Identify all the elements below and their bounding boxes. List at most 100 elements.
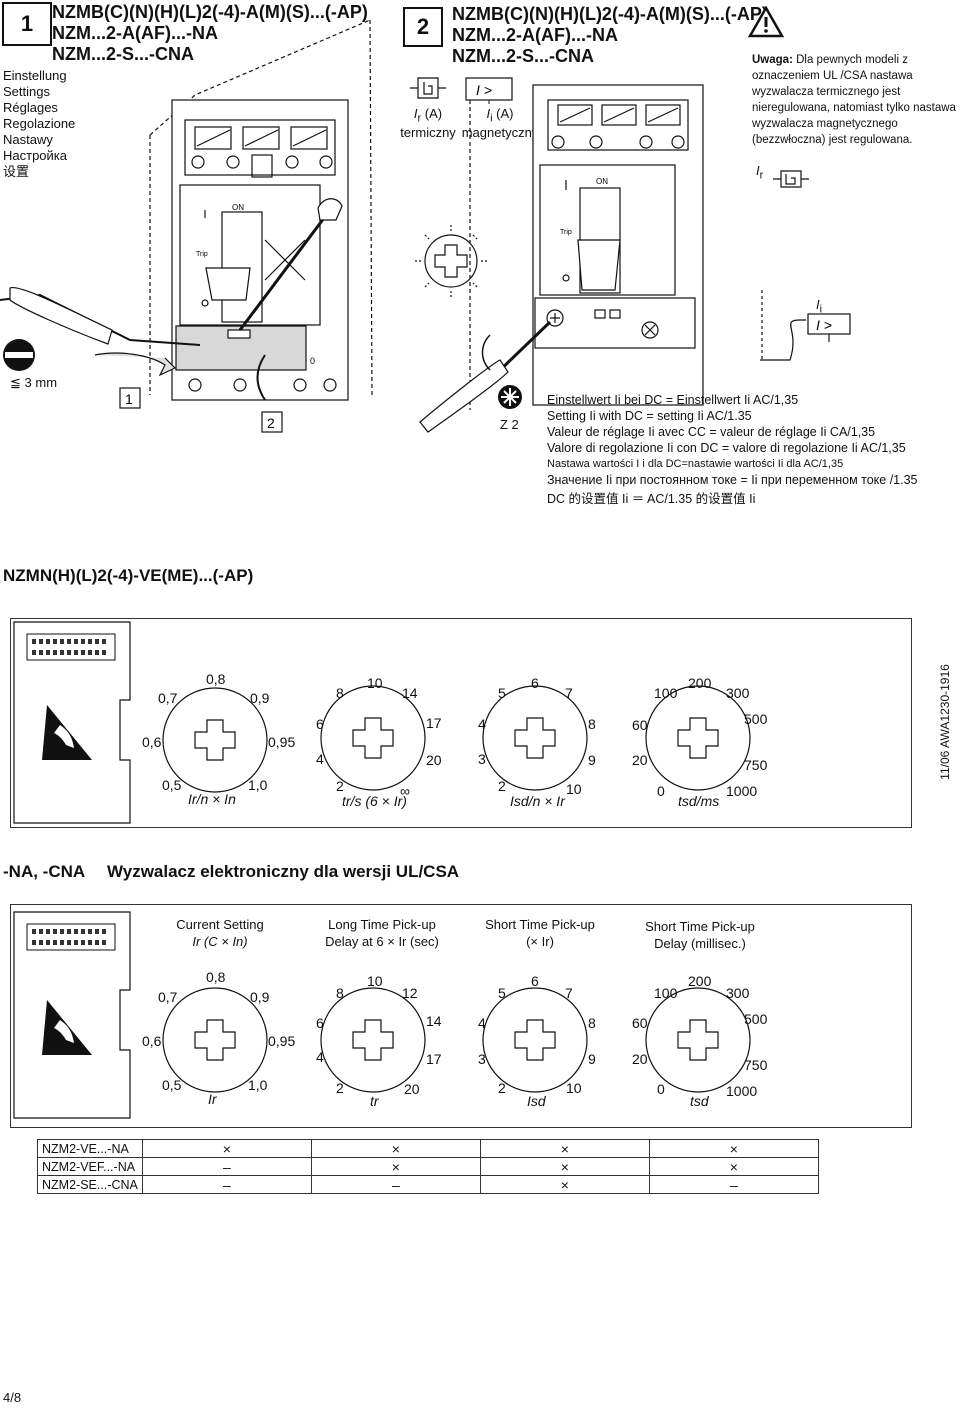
na-dial2-tick: 4 xyxy=(316,1049,324,1065)
dial1-tick: 0,8 xyxy=(206,671,226,687)
na-dial4-tick: 300 xyxy=(726,985,750,1001)
dial1-tick: 0,95 xyxy=(268,734,295,750)
dial1-tick: 0,9 xyxy=(250,690,270,706)
breaker-illustration-2: ON Trip xyxy=(419,84,704,433)
na-dial4-tick: 200 xyxy=(688,973,712,989)
dial2-label: tr/s (6 × Ir) xyxy=(342,793,407,809)
breaker-2-on-label: ON xyxy=(596,177,608,186)
na-dial4-tick: 500 xyxy=(744,1011,768,1027)
variant-mark: × xyxy=(479,1175,650,1194)
dial3-label: Isd/n × Ir xyxy=(510,793,566,809)
breaker-2-trip-label: Trip xyxy=(560,229,572,236)
title-line: NZMB(C)(N)(H)(L)2(-4)-A(M)(S)...(-AP) xyxy=(452,4,768,24)
na-dial3-label: Isd xyxy=(527,1093,547,1109)
title-line: NZM...2-A(AF)...-NA xyxy=(452,25,618,45)
na-dial3-tick: 2 xyxy=(498,1080,506,1096)
header-line: Ir (C × In) xyxy=(192,934,248,949)
variant-mark: × xyxy=(648,1139,819,1158)
na-dial4-tick: 1000 xyxy=(726,1083,757,1099)
dial1-tick: 0,6 xyxy=(142,734,162,750)
thermal-label: Ir (A) termiczny xyxy=(398,107,458,140)
thermal-symbol: I xyxy=(413,106,418,121)
na-dial4-tick: 0 xyxy=(657,1081,665,1097)
lang-de: Einstellung xyxy=(3,68,67,83)
table-row: NZM2-SE...-CNA – – × – xyxy=(37,1175,819,1194)
dial3-tick: 2 xyxy=(498,778,506,794)
dial2-tick: 8 xyxy=(336,685,344,701)
header-line: Short Time Pick-up xyxy=(485,917,595,932)
dial3-tick: 7 xyxy=(565,685,573,701)
variant-mark: × xyxy=(479,1139,650,1158)
na-trip-unit-panel xyxy=(10,904,912,1128)
dial2-tick: 17 xyxy=(426,715,442,731)
header-line: (× Ir) xyxy=(526,934,554,949)
na-dial2-tick: 14 xyxy=(426,1013,442,1029)
dc-note-fr: Valeur de réglage Ii avec CC = valeur de… xyxy=(547,425,876,439)
callout-1: 1 xyxy=(125,391,133,407)
ir-sub: r xyxy=(759,169,764,182)
title-line: NZM...2-A(AF)...-NA xyxy=(52,23,218,43)
ve-dials: 0,5 0,6 0,7 0,8 0,9 0,95 1,0 Ir/n × In 2… xyxy=(142,671,768,809)
variant-mark: × xyxy=(310,1157,481,1176)
thermal-sub: r xyxy=(417,112,422,125)
na-dial1-tick: 0,6 xyxy=(142,1033,162,1049)
variant-name: NZM2-VEF...-NA xyxy=(37,1157,143,1176)
na-dial1-tick: 0,7 xyxy=(158,989,178,1005)
dial4-tick: 0 xyxy=(657,783,665,799)
variants-table: NZM2-VE...-NA × × × × NZM2-VEF...-NA – ×… xyxy=(37,1139,819,1194)
step-2-title: NZMB(C)(N)(H)(L)2(-4)-A(M)(S)...(-AP) NZ… xyxy=(452,4,768,67)
dc-note-zh: DC 的设置值 Ii ＝ AC/1.35 的设置值 Ii xyxy=(547,492,756,506)
na-dial2-tick: 12 xyxy=(402,985,418,1001)
table-row: NZM2-VEF...-NA – × × × xyxy=(37,1157,819,1176)
dial2-tick: 20 xyxy=(426,752,442,768)
dial4-tick: 500 xyxy=(744,711,768,727)
na-dial4-tick: 60 xyxy=(632,1015,648,1031)
doc-code: 11/06 AWA1230-1916 xyxy=(938,664,952,780)
callout-2: 2 xyxy=(267,415,275,431)
section-ve-title: NZMN(H)(L)2(-4)-VE(ME)...(-AP) xyxy=(3,566,254,585)
dc-note-it: Valore di regolazione Ii con DC = valore… xyxy=(547,441,906,455)
na-dial4-label: tsd xyxy=(690,1093,710,1109)
header-line: Short Time Pick-up xyxy=(645,919,755,934)
breaker-off-label: 0 xyxy=(310,356,315,366)
dial3-tick: 8 xyxy=(588,716,596,732)
na-dial1-tick: 0,5 xyxy=(162,1077,182,1093)
na-dial2-tick: 2 xyxy=(336,1080,344,1096)
na-dial3-tick: 10 xyxy=(566,1080,582,1096)
dial4-label: tsd/ms xyxy=(678,793,719,809)
dc-note-ru: Значение Ii при постоянном токе = Ii при… xyxy=(547,473,918,487)
dial1-tick: 0,7 xyxy=(158,690,178,706)
na-dial3-tick: 5 xyxy=(498,985,506,1001)
warning-title: Uwaga: xyxy=(752,54,793,66)
header-line: Current Setting xyxy=(176,917,264,932)
breaker-illustration-1: ON Trip 0 1 2 xyxy=(0,19,373,433)
na-dial1-label: Ir xyxy=(208,1091,218,1107)
warning-magnetic-icon: I > xyxy=(760,290,851,361)
na-dial3-tick: 8 xyxy=(588,1015,596,1031)
dial4-tick: 100 xyxy=(654,685,678,701)
esd-warning-icon xyxy=(42,705,92,760)
magnetic-dial-icon xyxy=(415,225,487,297)
dial4-tick: 20 xyxy=(632,752,648,768)
pozidriv-icon xyxy=(498,385,522,409)
dial4-tick: 300 xyxy=(726,685,750,701)
dial4-tick: 200 xyxy=(688,675,712,691)
na-dial3-tick: 7 xyxy=(565,985,573,1001)
na-dial4-tick: 20 xyxy=(632,1051,648,1067)
warning-ir-label: Ir xyxy=(756,163,763,182)
header-line: Delay at 6 × Ir (sec) xyxy=(325,934,439,949)
magnetic-release-icon: I > xyxy=(465,77,513,104)
variant-mark: × xyxy=(310,1139,481,1158)
variant-name: NZM2-SE...-CNA xyxy=(37,1175,143,1194)
dial1-tick: 0,5 xyxy=(162,777,182,793)
lang-ru: Настройка xyxy=(3,148,67,163)
less-equal-icon: ≦ xyxy=(10,375,21,390)
breaker-on-label: ON xyxy=(232,203,244,212)
lang-zh: 设置 xyxy=(3,164,30,179)
lang-pl: Nastawy xyxy=(3,132,53,147)
magnetic-symbol: I xyxy=(486,106,491,121)
variant-mark: – xyxy=(310,1175,481,1194)
esd-panel-2 xyxy=(13,911,131,1119)
dial2-tick: 4 xyxy=(316,751,324,767)
ii-symbol: I xyxy=(816,297,820,312)
